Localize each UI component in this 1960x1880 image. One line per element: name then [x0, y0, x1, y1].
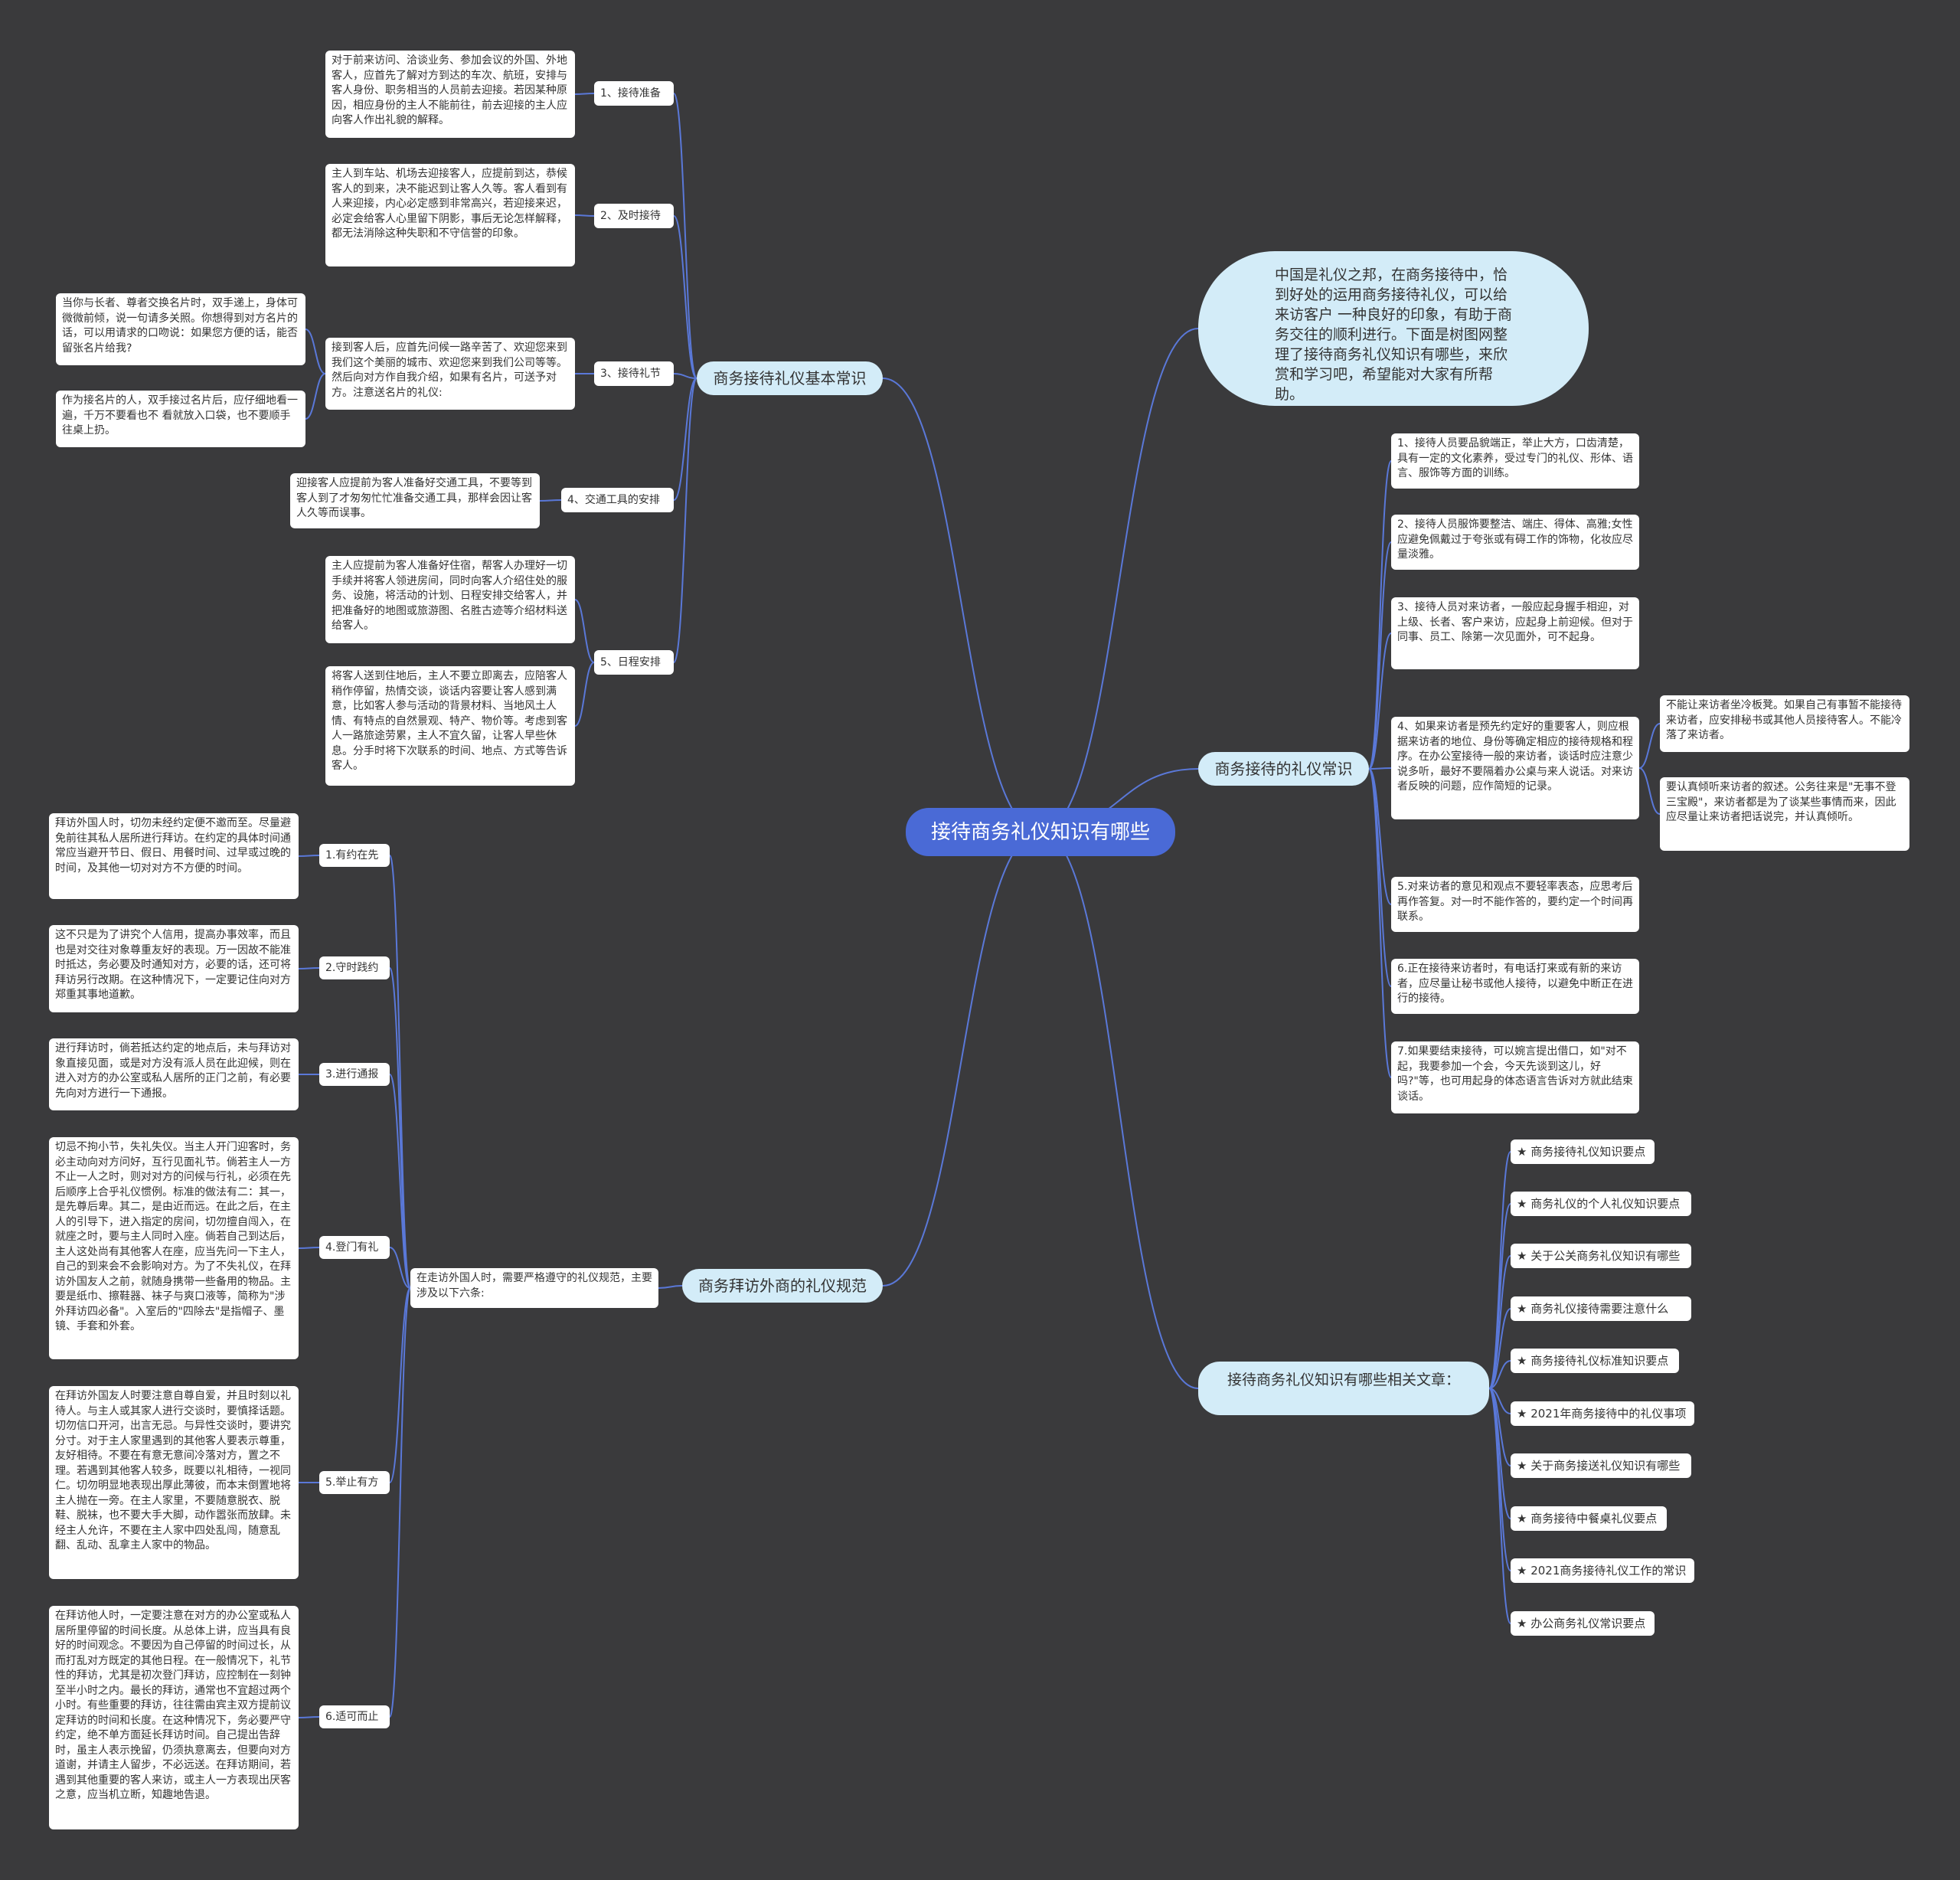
intro-node[interactable]: 中国是礼仪之邦，在商务接待中，恰到好处的运用商务接待礼仪，可以给来访客户 一种良…: [1198, 251, 1589, 406]
visit-label-1[interactable]: 1.有约在先: [319, 844, 390, 867]
visit-label-5[interactable]: 5.举止有方: [319, 1471, 390, 1494]
visit-text-1: 拜访外国人时，切勿未经约定便不邀而至。尽量避免前往其私人居所进行拜访。在约定的具…: [49, 813, 299, 899]
link-basic-schedule: [673, 378, 697, 663]
related-item-4[interactable]: ★ 商务礼仪接待需要注意什么: [1511, 1296, 1691, 1321]
visit-label-4[interactable]: 4.登门有礼: [319, 1236, 390, 1259]
link-visit-label-5: [389, 1287, 411, 1483]
link-root-basic: [882, 378, 1041, 833]
basic-text-card1: 当你与长者、尊者交换名片时，双手递上，身体可微微前倾，说一句请多关照。你想得到对…: [56, 293, 305, 365]
link-root-intro: [1040, 328, 1199, 833]
basic-label-timely[interactable]: 2、及时接待: [594, 204, 674, 228]
visit-label-3[interactable]: 3.进行通报: [319, 1063, 390, 1086]
basic-label-schedule[interactable]: 5、日程安排: [594, 650, 674, 675]
link-visit-text-1: [298, 855, 320, 857]
courtesy-sub-1: 不能让来访者坐冷板凳。如果自己有事暂不能接待来访者，应安排秘书或其他人员接待客人…: [1660, 695, 1909, 752]
link-visit-label-1: [389, 855, 411, 1289]
courtesy-sub-2: 要认真倾听来访者的叙述。公务往来是"无事不登三宝殿"，来访者都是为了谈某些事情而…: [1660, 777, 1909, 851]
root-node[interactable]: 接待商务礼仪知识有哪些: [906, 808, 1175, 856]
courtesy-item-2: 2、接待人员服饰要整洁、端庄、得体、高雅;女性应避免佩戴过于夸张或有碍工作的饰物…: [1391, 515, 1639, 570]
link-basic-transport: [673, 378, 697, 501]
link-card1: [305, 329, 326, 374]
link-visit-intro: [658, 1285, 683, 1289]
related-item-3[interactable]: ★ 关于公关商务礼仪知识有哪些: [1511, 1244, 1691, 1268]
link-timely-text: [574, 214, 595, 217]
link-courtesy-2: [1368, 541, 1392, 770]
link-related-4: [1488, 1308, 1511, 1389]
related-item-10[interactable]: ★ 办公商务礼仪常识要点: [1511, 1611, 1655, 1636]
basic-text-card2: 作为接名片的人，双手接过名片后，应仔细地看一遍，千万不要看也不 看就放入口袋，也…: [56, 391, 305, 447]
link-related-3: [1488, 1255, 1511, 1389]
visit-text-4: 切忌不拘小节，失礼失仪。当主人开门迎客时，务必主动向对方问好，互行见面礼节。倘若…: [49, 1137, 299, 1359]
link-root-related: [1040, 831, 1199, 1389]
link-visit-label-3: [389, 1074, 411, 1289]
link-courtesy-5: [1368, 768, 1392, 905]
link-visit-label-2: [389, 967, 411, 1289]
link-card2: [305, 373, 326, 420]
basic-text-timely: 主人到车站、机场去迎接客人，应提前到达，恭候客人的到来，决不能迟到让客人久等。客…: [325, 164, 575, 266]
link-root-visit: [882, 831, 1041, 1287]
link-visit-text-2: [298, 967, 320, 969]
related-item-5[interactable]: ★ 商务接待礼仪标准知识要点: [1511, 1349, 1679, 1373]
courtesy-item-6: 6.正在接待来访者时，有电话打来或有新的来访者，应尽量让秘书或他人接待，以避免中…: [1391, 959, 1639, 1014]
link-courtesy-7: [1368, 768, 1392, 1078]
basic-text-schedule2: 将客人送到住地后，主人不要立即离去，应陪客人稍作停留，热情交谈，谈话内容要让客人…: [325, 666, 575, 786]
related-item-1[interactable]: ★ 商务接待礼仪知识要点: [1511, 1139, 1655, 1164]
link-courtesy-6: [1368, 768, 1392, 987]
basic-label-etiquette[interactable]: 3、接待礼节: [594, 361, 674, 386]
branch-basic[interactable]: 商务接待礼仪基本常识: [697, 361, 883, 395]
link-basic-prep: [673, 93, 697, 379]
visit-label-6[interactable]: 6.适可而止: [319, 1705, 390, 1728]
visit-text-6: 在拜访他人时，一定要注意在对方的办公室或私人居所里停留的时间长度。从总体上讲，应…: [49, 1606, 299, 1829]
link-prep-text: [574, 93, 595, 95]
courtesy-item-7: 7.如果要结束接待，可以婉言提出借口，如"对不起，我要参加一个会，今天先谈到这儿…: [1391, 1041, 1639, 1113]
link-basic-timely: [673, 215, 697, 379]
link-courtesy-sub-2: [1638, 767, 1661, 815]
link-visit-text-6: [298, 1716, 320, 1718]
related-item-8[interactable]: ★ 商务接待中餐桌礼仪要点: [1511, 1506, 1667, 1531]
link-visit-text-4: [298, 1247, 320, 1249]
related-item-7[interactable]: ★ 关于商务接送礼仪知识有哪些: [1511, 1453, 1691, 1478]
courtesy-item-1: 1、接待人员要品貌端正，举止大方，口齿清楚，具有一定的文化素养，受过专门的礼仪、…: [1391, 433, 1639, 489]
link-transport-text: [539, 499, 562, 502]
branch-courtesy[interactable]: 商务接待的礼仪常识: [1198, 752, 1369, 786]
basic-text-schedule1: 主人应提前为客人准备好住宿，帮客人办理好一切手续并将客人领进房间，同时向客人介绍…: [325, 556, 575, 643]
courtesy-item-3: 3、接待人员对来访者，一般应起身握手相迎，对上级、长者、客户来访，应起身上前迎候…: [1391, 597, 1639, 669]
link-courtesy-1: [1368, 460, 1392, 770]
branch-related[interactable]: 接待商务礼仪知识有哪些相关文章：: [1198, 1362, 1489, 1415]
basic-text-etiquette: 接到客人后，应首先问候一路辛苦了、欢迎您来到我们这个美丽的城市、欢迎您来到我们公…: [325, 338, 575, 410]
basic-label-transport[interactable]: 4、交通工具的安排: [561, 488, 674, 512]
link-related-2: [1488, 1203, 1511, 1389]
link-visit-label-4: [389, 1247, 411, 1289]
link-related-9: [1488, 1388, 1511, 1571]
link-schedule2: [574, 662, 595, 727]
link-courtesy-4: [1368, 767, 1392, 770]
basic-text-transport: 迎接客人应提前为客人准备好交通工具，不要等到客人到了才匆匆忙忙准备交通工具，那样…: [290, 473, 540, 528]
link-courtesy-3: [1368, 633, 1392, 770]
courtesy-item-5: 5.对来访者的意见和观点不要轻率表态，应思考后再作答复。对一时不能作答的，要约定…: [1391, 877, 1639, 932]
link-courtesy-sub-1: [1638, 723, 1661, 769]
related-item-6[interactable]: ★ 2021年商务接待中的礼仪事项: [1511, 1401, 1694, 1426]
branch-visit[interactable]: 商务拜访外商的礼仪规范: [682, 1269, 883, 1303]
visit-label-2[interactable]: 2.守时践约: [319, 956, 390, 979]
basic-label-prep[interactable]: 1、接待准备: [594, 81, 674, 106]
link-schedule1: [574, 599, 595, 663]
related-item-2[interactable]: ★ 商务礼仪的个人礼仪知识要点: [1511, 1192, 1691, 1216]
visit-text-5: 在拜访外国友人时要注意自尊自爱，并且时刻以礼待人。与主人或其家人进行交谈时，要慎…: [49, 1386, 299, 1579]
visit-text-3: 进行拜访时，倘若抵达约定的地点后，未与拜访对象直接见面，或是对方没有派人员在此迎…: [49, 1038, 299, 1110]
visit-text-2: 这不只是为了讲究个人信用，提高办事效率，而且也是对交往对象尊重友好的表现。万一因…: [49, 925, 299, 1012]
link-related-10: [1488, 1388, 1511, 1624]
related-item-9[interactable]: ★ 2021商务接待礼仪工作的常识: [1511, 1558, 1694, 1583]
link-basic-etiquette: [673, 373, 697, 379]
visit-intro: 在走访外国人时，需要严格遵守的礼仪规范，主要涉及以下六条:: [410, 1268, 658, 1308]
link-visit-label-6: [389, 1287, 411, 1718]
link-related-5: [1488, 1360, 1511, 1389]
courtesy-item-4: 4、如果来访者是预先约定好的重要客人，则应根据来访者的地位、身份等确定相应的接待…: [1391, 717, 1639, 819]
basic-text-prep: 对于前来访问、洽谈业务、参加会议的外国、外地客人，应首先了解对方到达的车次、航班…: [325, 51, 575, 138]
